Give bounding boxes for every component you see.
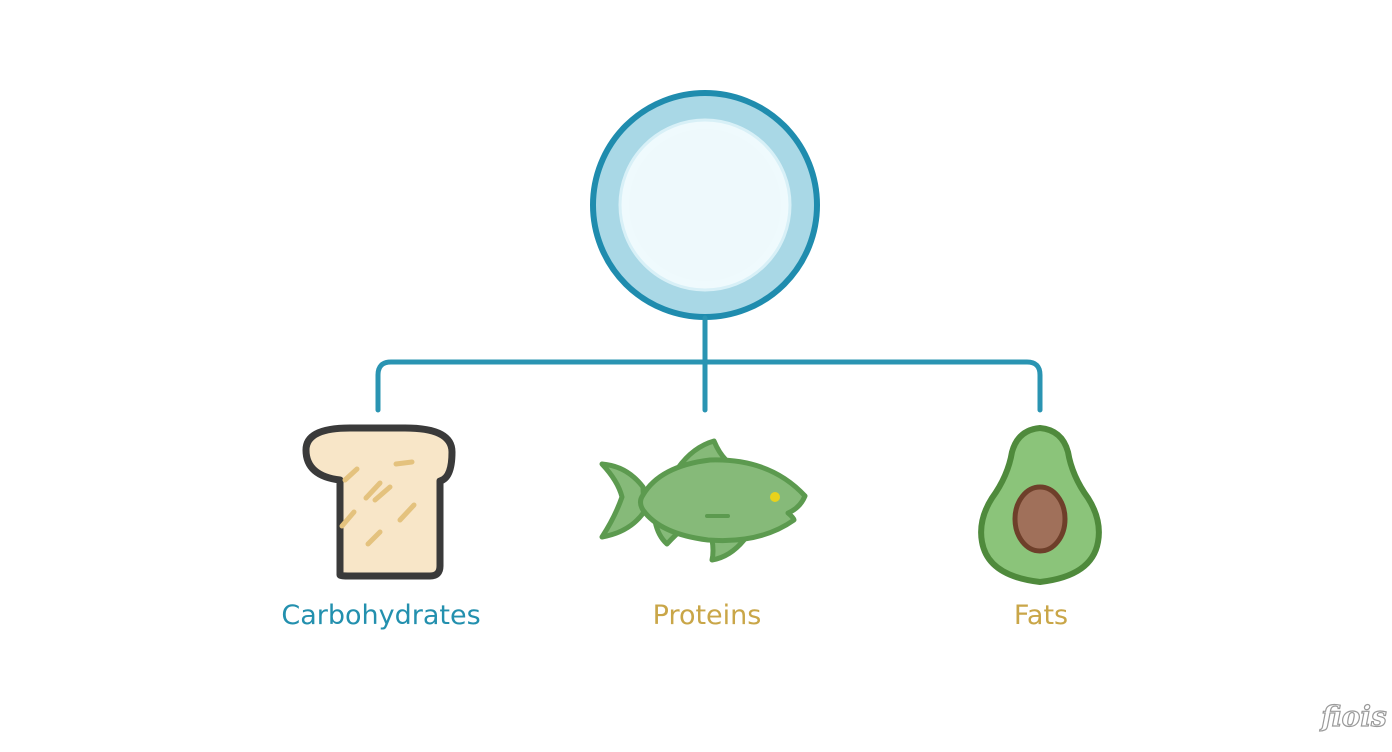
connector-branch-right	[702, 359, 1043, 413]
label-proteins: Proteins	[653, 600, 762, 631]
avocado-pit	[1012, 484, 1068, 554]
connector-lines	[375, 315, 1043, 413]
connector-branch-left	[375, 359, 708, 413]
fish-icon	[599, 438, 808, 563]
plate-icon	[590, 90, 820, 320]
watermark-logo: fiois	[1319, 700, 1387, 733]
fish-eye	[770, 492, 780, 502]
bread-slice-icon	[302, 424, 456, 580]
label-fats: Fats	[1014, 600, 1068, 631]
avocado-icon	[978, 425, 1102, 585]
label-carbohydrates: Carbohydrates	[281, 600, 480, 631]
